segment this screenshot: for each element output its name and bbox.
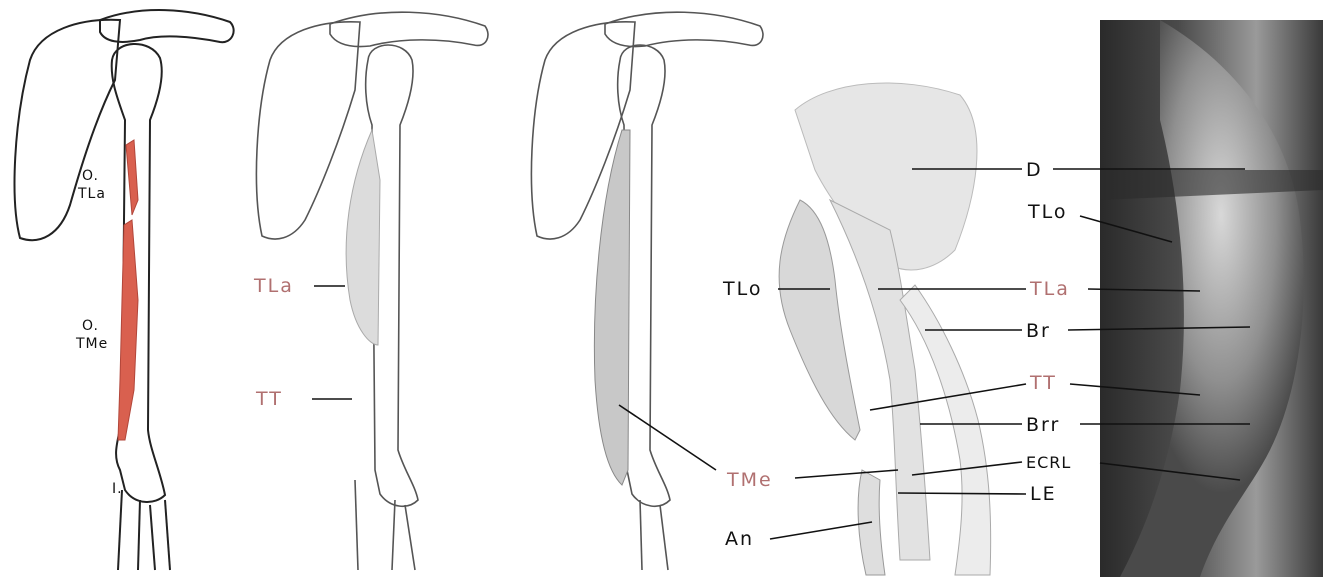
panel1-origin-lateral-abbr: TLa [77,186,106,202]
panel-2-lateral-head: TLa TT [253,12,488,570]
clavicle-outline [605,12,763,46]
forearm-bone-3 [405,505,415,570]
panel1-origin-lateral-o: O. [82,168,99,184]
forearm-bone-2 [660,505,668,570]
panel1-origin-medial-abbr: TMe [75,336,108,352]
panel4-leader-an [770,522,872,539]
panel3-leader-tme [619,405,716,470]
panel2-label-tla: TLa [253,275,294,297]
panel-5-photo [1053,20,1323,577]
panel4-label-le: LE [1030,483,1057,505]
panel4-label-br: Br [1026,320,1051,342]
clavicle-outline [330,12,488,46]
panel4-label-an: An [725,528,754,550]
lateral-head-muscle [346,130,380,345]
forearm-bone-3 [150,505,155,570]
panel1-insertion: I. [112,481,123,497]
panel-4-muscles: D TLo TLa Br TT Brr ECRL LE An TLo [722,83,1071,575]
origin-medial-head-strip [118,220,138,440]
panel4-label-d: D [1026,159,1043,181]
scapula-outline [256,22,360,239]
scapula-outline [15,20,120,240]
panel4-label-tlo-left: TLo [722,278,762,300]
forearm-bone-2 [392,500,395,570]
panel4-label-tlo-top: TLo [1027,201,1067,223]
forearm-bone-4 [165,500,170,570]
panel3-label-tme: TMe [726,469,773,491]
forearm-bone-1 [118,490,122,570]
panel2-label-tt: TT [255,388,283,410]
forearm-bone-2 [138,500,140,570]
panel4-label-tla: TLa [1029,278,1070,300]
medial-head-muscle [594,130,630,485]
panel4-leader-le [898,493,1026,494]
forearm-bone-1 [640,500,642,570]
forearm-bone-1 [355,480,358,570]
panel1-origin-medial-o: O. [82,318,99,334]
panel4-leader-tme [795,470,898,478]
origin-lateral-head-strip [126,140,138,215]
panel4-label-tt: TT [1029,372,1057,394]
panel-1-skeleton: O. TLa O. TMe I. [15,10,234,570]
panel4-label-brr: Brr [1026,414,1060,436]
panel4-label-ecrl: ECRL [1026,453,1071,472]
